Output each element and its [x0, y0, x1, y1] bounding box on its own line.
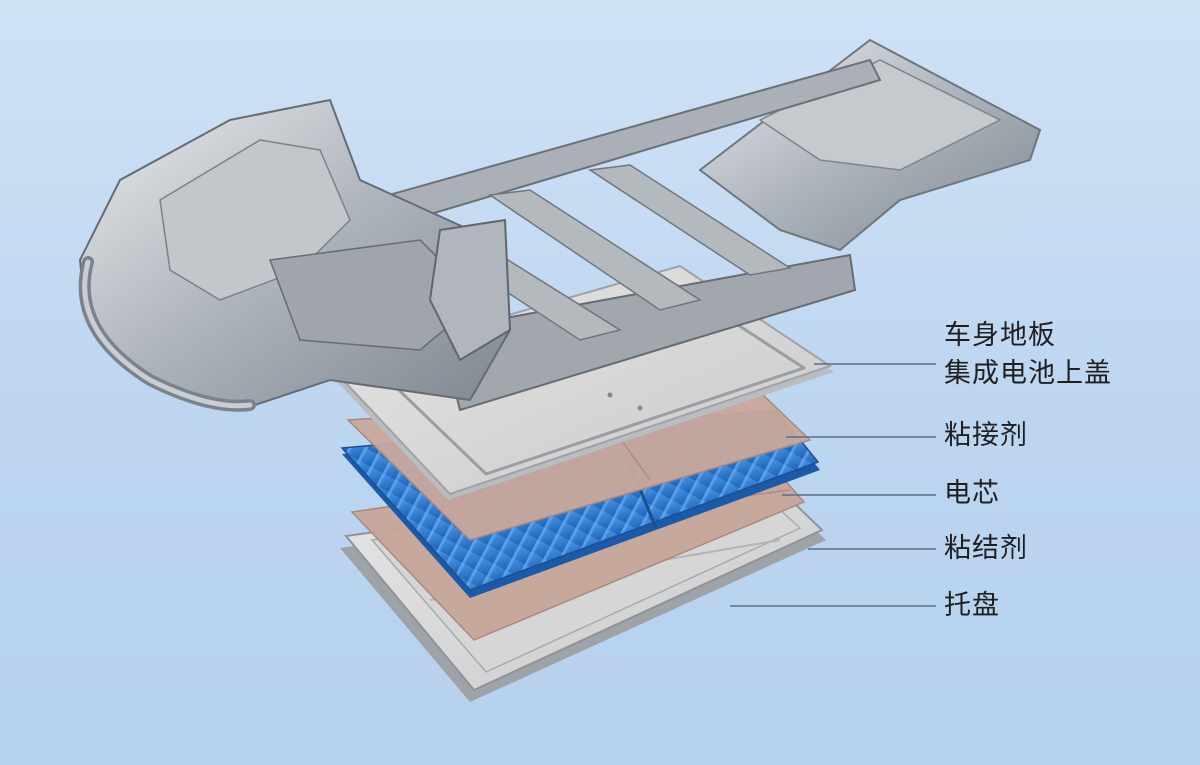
leader-lines — [730, 363, 936, 607]
vehicle-body-frame — [78, 38, 1042, 412]
label-tray: 托盘 — [944, 590, 1000, 621]
label-cells: 电芯 — [944, 478, 1000, 509]
label-floor-line1: 车身地板 — [944, 320, 1056, 351]
label-floor-line2: 集成电池上盖 — [944, 358, 1112, 389]
label-adhesive-bottom: 粘结剂 — [944, 533, 1028, 564]
label-adhesive-top: 粘接剂 — [944, 420, 1028, 451]
